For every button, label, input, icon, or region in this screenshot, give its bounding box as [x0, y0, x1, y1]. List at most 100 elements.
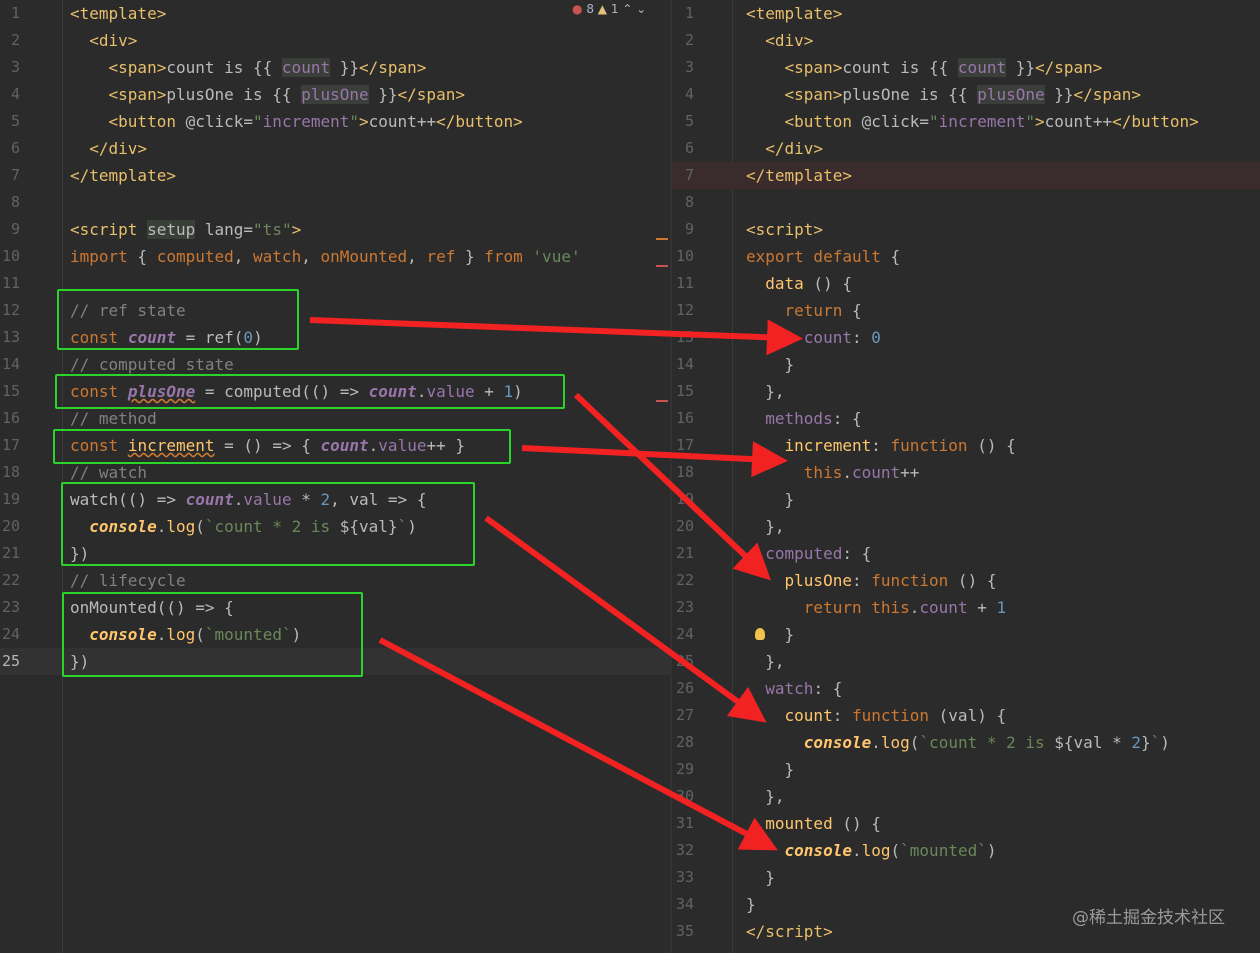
code-line[interactable]: 34} [672, 891, 1260, 918]
code-text[interactable]: return { [784, 301, 862, 320]
code-text[interactable]: <div> [89, 31, 138, 50]
code-text[interactable]: mounted () { [765, 814, 881, 833]
code-text[interactable]: watch(() => count.value * 2, val => { [70, 490, 427, 509]
code-text[interactable]: </template> [746, 166, 852, 185]
code-line[interactable]: 4 <span>plusOne is {{ plusOne }}</span> [672, 81, 1260, 108]
code-text[interactable]: <script> [746, 220, 824, 239]
code-line[interactable]: 22// lifecycle [0, 567, 672, 594]
code-text[interactable]: <script setup lang="ts"> [70, 220, 302, 239]
chevron-up-icon[interactable]: ⌃ [622, 2, 633, 16]
code-text[interactable]: // method [70, 409, 157, 428]
code-line[interactable]: 12// ref state [0, 297, 672, 324]
code-line[interactable]: 35</script> [672, 918, 1260, 945]
code-text[interactable]: <span>plusOne is {{ plusOne }}</span> [108, 85, 465, 104]
code-line[interactable]: 24 console.log(`mounted`) [0, 621, 672, 648]
code-line[interactable]: 6 </div> [0, 135, 672, 162]
code-line[interactable]: 29 } [672, 756, 1260, 783]
code-text[interactable]: } [746, 625, 795, 644]
code-text[interactable]: const count = ref(0) [70, 328, 263, 347]
code-text[interactable]: console.log(`count * 2 is ${val * 2}`) [803, 733, 1170, 752]
code-text[interactable]: const increment = () => { count.value++ … [70, 436, 465, 455]
code-text[interactable]: this.count++ [803, 463, 920, 482]
code-line[interactable]: 24 } [672, 621, 1260, 648]
code-line[interactable]: 8 [672, 189, 1260, 216]
code-text[interactable]: // computed state [70, 355, 234, 374]
code-text[interactable]: }, [746, 382, 785, 401]
code-text[interactable]: </script> [746, 922, 833, 941]
code-text[interactable]: </template> [70, 166, 176, 185]
right-editor-pane[interactable]: 1<template>2 <div>3 <span>count is {{ co… [672, 0, 1260, 953]
code-line[interactable]: 1<template> [672, 0, 1260, 27]
code-line[interactable]: 20 console.log(`count * 2 is ${val}`) [0, 513, 672, 540]
code-text[interactable]: <template> [70, 4, 167, 23]
code-line[interactable]: 30 }, [672, 783, 1260, 810]
code-line[interactable]: 7</template> [0, 162, 672, 189]
code-text[interactable]: console.log(`mounted`) [784, 841, 997, 860]
code-text[interactable]: return this.count + 1 [803, 598, 1007, 617]
code-line[interactable]: 13 count: 0 [672, 324, 1260, 351]
code-text[interactable]: plusOne: function () { [784, 571, 997, 590]
code-text[interactable]: }, [746, 652, 785, 671]
left-editor-pane[interactable]: ● 8 ▲ 1 ⌃ ⌄ 1<template>2 <div>3 <span>co… [0, 0, 672, 953]
code-text[interactable]: <div> [765, 31, 814, 50]
code-line[interactable]: 5 <button @click="increment">count++</bu… [0, 108, 672, 135]
code-line[interactable]: 9<script setup lang="ts"> [0, 216, 672, 243]
code-line[interactable]: 16// method [0, 405, 672, 432]
code-text[interactable]: import { computed, watch, onMounted, ref… [70, 247, 581, 266]
code-line[interactable]: 18 this.count++ [672, 459, 1260, 486]
code-text[interactable]: <span>count is {{ count }}</span> [784, 58, 1103, 77]
code-text[interactable]: <span>plusOne is {{ plusOne }}</span> [784, 85, 1141, 104]
code-line[interactable]: 14 } [672, 351, 1260, 378]
code-text[interactable]: <template> [746, 4, 843, 23]
code-text[interactable]: count: function (val) { [784, 706, 1007, 725]
code-line[interactable]: 1<template> [0, 0, 672, 27]
code-line[interactable]: 16 methods: { [672, 405, 1260, 432]
code-line[interactable]: 23 return this.count + 1 [672, 594, 1260, 621]
code-text[interactable]: increment: function () { [784, 436, 1016, 455]
code-line[interactable]: 12 return { [672, 297, 1260, 324]
code-text[interactable]: <button @click="increment">count++</butt… [108, 112, 523, 131]
code-line[interactable]: 18// watch [0, 459, 672, 486]
code-text[interactable]: }, [746, 787, 785, 806]
code-line[interactable]: 31 mounted () { [672, 810, 1260, 837]
code-line[interactable]: 20 }, [672, 513, 1260, 540]
code-line[interactable]: 25 }, [672, 648, 1260, 675]
code-line[interactable]: 26 watch: { [672, 675, 1260, 702]
code-line[interactable]: 2 <div> [672, 27, 1260, 54]
code-text[interactable]: } [746, 895, 756, 914]
code-line[interactable]: 17 increment: function () { [672, 432, 1260, 459]
code-text[interactable]: data () { [765, 274, 852, 293]
code-line[interactable]: 27 count: function (val) { [672, 702, 1260, 729]
code-line[interactable]: 3 <span>count is {{ count }}</span> [0, 54, 672, 81]
code-text[interactable]: console.log(`count * 2 is ${val}`) [89, 517, 417, 536]
code-line[interactable]: 2 <div> [0, 27, 672, 54]
code-text[interactable]: }) [70, 652, 90, 671]
code-line[interactable]: 15 }, [672, 378, 1260, 405]
code-line[interactable]: 3 <span>count is {{ count }}</span> [672, 54, 1260, 81]
code-text[interactable]: }) [70, 544, 90, 563]
code-line[interactable]: 28 console.log(`count * 2 is ${val * 2}`… [672, 729, 1260, 756]
code-text[interactable]: // ref state [70, 301, 186, 320]
code-text[interactable]: }, [746, 517, 785, 536]
code-text[interactable]: <button @click="increment">count++</butt… [784, 112, 1199, 131]
code-text[interactable]: } [746, 490, 795, 509]
code-text[interactable]: count: 0 [803, 328, 881, 347]
code-text[interactable]: onMounted(() => { [70, 598, 234, 617]
code-line[interactable]: 32 console.log(`mounted`) [672, 837, 1260, 864]
code-line[interactable]: 11 data () { [672, 270, 1260, 297]
code-text[interactable]: computed: { [765, 544, 872, 563]
code-line[interactable]: 21}) [0, 540, 672, 567]
code-text[interactable]: <span>count is {{ count }}</span> [108, 58, 427, 77]
code-line[interactable]: 5 <button @click="increment">count++</bu… [672, 108, 1260, 135]
inspection-widget[interactable]: ● 8 ▲ 1 ⌃ ⌄ [572, 2, 646, 20]
code-text[interactable]: methods: { [765, 409, 862, 428]
code-text[interactable]: } [746, 868, 775, 887]
code-line[interactable]: 33 } [672, 864, 1260, 891]
code-line[interactable]: 7</template> [672, 162, 1260, 189]
